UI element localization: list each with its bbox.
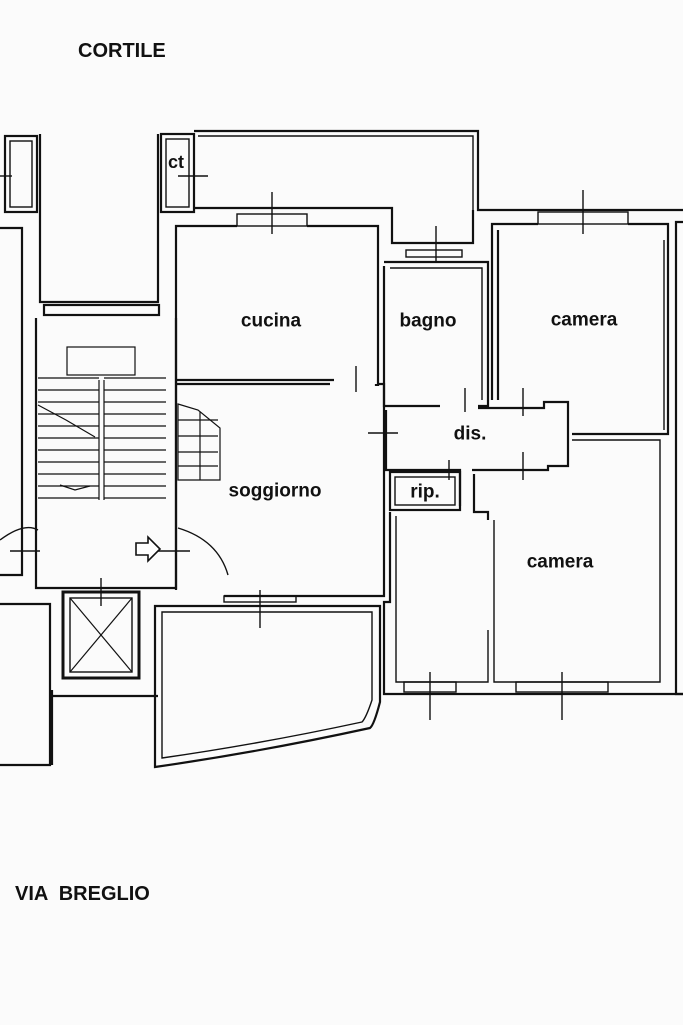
lift-shaft bbox=[61, 578, 141, 680]
camera-top-room-walls bbox=[490, 190, 670, 436]
left-neighbour-walls bbox=[0, 134, 52, 767]
ct-niche bbox=[159, 132, 208, 214]
room-label-bagno: bagno bbox=[399, 310, 457, 332]
room-label-soggiorno: soggiorno bbox=[228, 480, 322, 502]
lower-walls bbox=[50, 590, 382, 769]
room-label-camera-top: camera bbox=[550, 309, 618, 331]
room-label-camera-bottom: camera bbox=[526, 551, 594, 573]
cortile-label: CORTILE bbox=[78, 40, 166, 62]
street-name-label: VIA BREGLIO bbox=[15, 883, 150, 905]
main-walls bbox=[194, 129, 683, 262]
soggiorno-room-walls bbox=[176, 382, 398, 598]
room-label-rip: rip. bbox=[410, 481, 440, 503]
right-exterior-walls bbox=[663, 220, 683, 696]
bagno-room-walls bbox=[382, 260, 490, 412]
entrance-arrow-icon bbox=[135, 535, 162, 563]
room-label-ct: ct bbox=[167, 152, 185, 172]
stairwell bbox=[0, 134, 229, 590]
rip-closet-walls bbox=[388, 470, 462, 512]
room-label-cucina: cucina bbox=[240, 310, 302, 332]
room-label-dis: dis. bbox=[453, 423, 487, 445]
camera-bottom-room-walls bbox=[382, 439, 683, 720]
cucina-room-walls bbox=[174, 192, 380, 590]
